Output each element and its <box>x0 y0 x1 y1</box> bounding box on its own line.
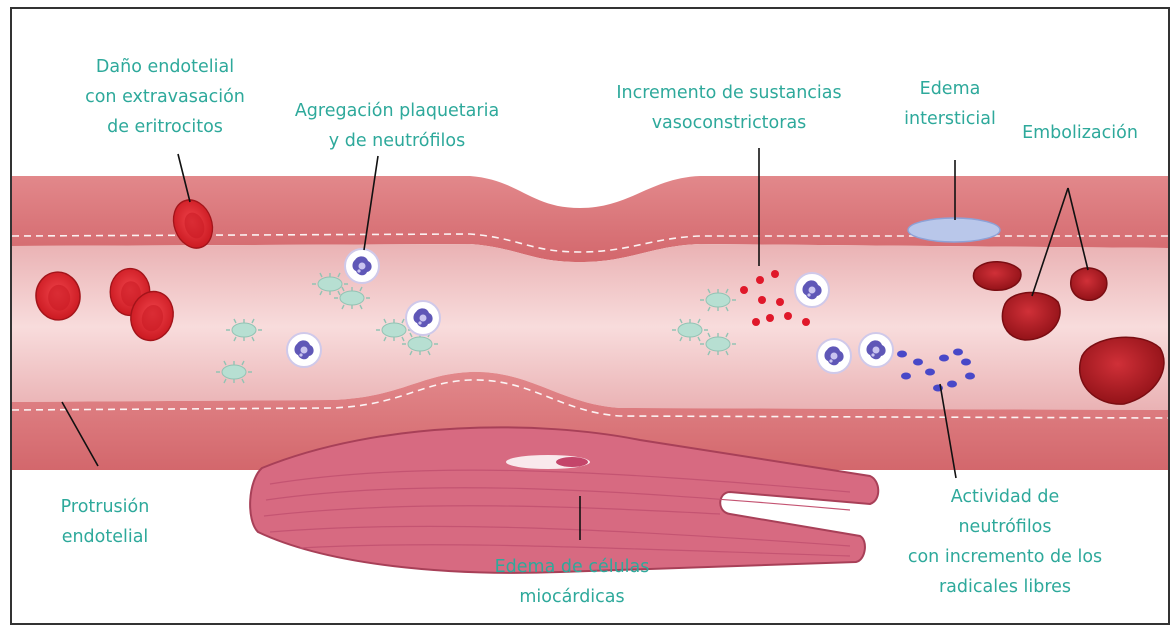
label-line: y de neutrófilos <box>262 126 532 156</box>
label-line: neutrófilos <box>880 512 1130 542</box>
label-endothelial-protrusion: Protrusión endotelial <box>30 492 180 552</box>
label-line: Incremento de sustancias <box>585 78 873 108</box>
label-line: Edema <box>880 74 1020 104</box>
label-line: con incremento de los <box>880 542 1130 572</box>
label-line: miocárdicas <box>452 582 692 612</box>
label-neutrophil-activity: Actividad de neutrófilos con incremento … <box>880 482 1130 602</box>
label-line: de eritrocitos <box>40 112 290 142</box>
label-line: con extravasación <box>40 82 290 112</box>
label-platelet-aggregation: Agregación plaquetaria y de neutrófilos <box>262 96 532 156</box>
label-line: Daño endotelial <box>40 52 290 82</box>
label-line: Edema de células <box>452 552 692 582</box>
label-line: vasoconstrictoras <box>585 108 873 138</box>
label-line: endotelial <box>30 522 180 552</box>
interstitial-edema-icon <box>908 218 1000 242</box>
label-line: Embolización <box>1000 118 1160 148</box>
label-line: Agregación plaquetaria <box>262 96 532 126</box>
label-vasoconstrictors: Incremento de sustancias vasoconstrictor… <box>585 78 873 138</box>
label-line: Protrusión <box>30 492 180 522</box>
label-embolization: Embolización <box>1000 118 1160 148</box>
label-line: radicales libres <box>880 572 1130 602</box>
label-line: intersticial <box>880 104 1020 134</box>
label-line: Actividad de <box>880 482 1130 512</box>
label-myocyte-edema: Edema de células miocárdicas <box>452 552 692 612</box>
label-endothelial-damage: Daño endotelial con extravasación de eri… <box>40 52 290 142</box>
label-interstitial-edema: Edema intersticial <box>880 74 1020 134</box>
